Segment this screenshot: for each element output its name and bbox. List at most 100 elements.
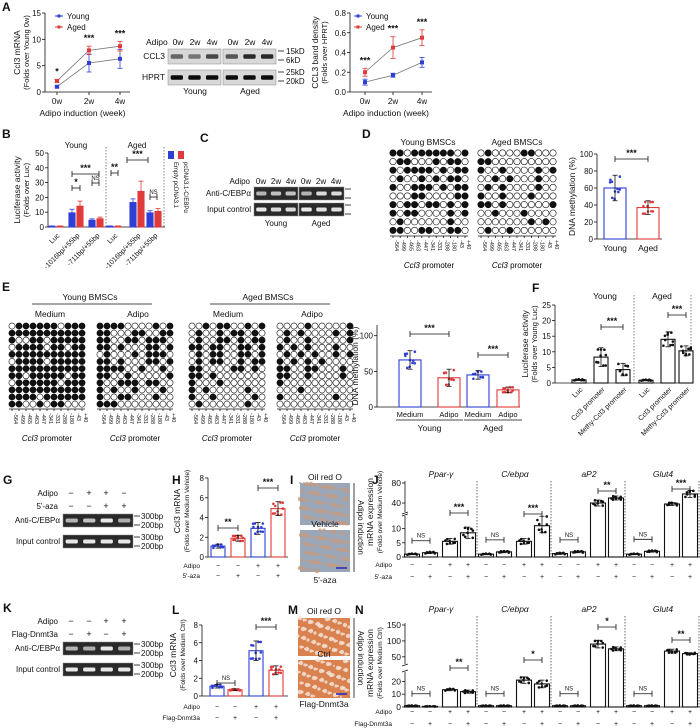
- position-label: -447: [128, 413, 134, 424]
- y-axis-label: (Folds over Luc): [22, 162, 31, 217]
- data-dot: [626, 365, 630, 368]
- methylated-cpg: [283, 336, 291, 344]
- position-label: -564: [192, 413, 198, 424]
- methylated-cpg: [103, 365, 111, 372]
- unmethylated-cpg: [251, 386, 259, 394]
- unmethylated-cpg: [103, 393, 111, 401]
- unmethylated-cpg: [339, 393, 347, 401]
- data-dot: [271, 512, 275, 515]
- micrograph-speck: [304, 491, 306, 493]
- methylated-cpg: [15, 372, 23, 380]
- band: [301, 207, 312, 212]
- data-dot: [212, 684, 216, 688]
- micrograph-speck: [337, 547, 343, 553]
- unmethylated-cpg: [332, 386, 340, 394]
- unmethylated-cpg: [491, 218, 499, 226]
- data-dot: [545, 523, 549, 526]
- condition-sign: +: [236, 573, 240, 580]
- significance-label: ***: [115, 28, 126, 38]
- marker-label: 6kD: [286, 56, 300, 65]
- micrograph-speck: [341, 488, 343, 490]
- methylated-cpg: [484, 183, 492, 191]
- methylated-cpg: [535, 175, 543, 183]
- unmethylated-cpg: [311, 336, 319, 344]
- micrograph-speck: [299, 681, 303, 685]
- micrograph-speck: [341, 677, 345, 681]
- F-y-tick-label: 20: [542, 317, 551, 326]
- data-dot: [471, 372, 475, 376]
- gene-title: aP2: [581, 604, 596, 614]
- marker-label: 300bp: [141, 512, 164, 521]
- methylated-cpg: [71, 336, 79, 344]
- methylated-cpg: [159, 350, 167, 358]
- methylated-cpg: [258, 336, 266, 344]
- micrograph-speck: [315, 545, 317, 547]
- unmethylated-cpg: [332, 365, 340, 372]
- unmethylated-cpg: [209, 386, 217, 394]
- methylated-cpg: [290, 343, 298, 351]
- unmethylated-cpg: [499, 226, 507, 234]
- unmethylated-cpg: [318, 365, 326, 372]
- data-dot: [511, 389, 515, 392]
- y-axis-label: DNA methylation (%): [350, 326, 360, 405]
- micrograph-speck: [306, 638, 310, 642]
- unmethylated-cpg: [71, 400, 79, 408]
- unmethylated-cpg: [403, 218, 411, 226]
- methylated-cpg: [50, 322, 58, 330]
- condition-sign: +: [596, 709, 600, 716]
- unmethylated-cpg: [202, 379, 210, 387]
- micrograph-speck: [333, 486, 337, 490]
- micrograph-speck: [323, 635, 327, 639]
- micrograph-speck: [347, 533, 349, 535]
- micrograph-speck: [323, 510, 327, 514]
- methylated-cpg: [332, 350, 340, 358]
- micrograph-speck: [303, 482, 305, 484]
- unmethylated-cpg: [339, 343, 347, 351]
- micrograph-speck: [321, 563, 323, 565]
- position-label: -180: [539, 240, 545, 251]
- data-dot: [554, 704, 557, 708]
- data-dot: [681, 351, 685, 355]
- lane-label: 0w: [173, 37, 185, 47]
- methylated-cpg: [195, 343, 203, 351]
- lane-label: 2w: [190, 37, 202, 47]
- condition-sign: +: [670, 709, 674, 716]
- data-dot: [610, 647, 613, 651]
- micrograph-speck: [339, 531, 343, 535]
- data-dot: [628, 553, 631, 556]
- unmethylated-cpg: [145, 322, 153, 330]
- condition-label: Adipo: [375, 562, 392, 569]
- condition-sign: +: [466, 709, 470, 716]
- sig-label: NS: [639, 687, 647, 693]
- methylated-cpg: [411, 201, 419, 209]
- B-y-tick-label: 0: [40, 223, 45, 232]
- micrograph-speck: [346, 678, 352, 684]
- line-chart-y-tick-label: 15: [32, 9, 41, 18]
- unmethylated-cpg: [477, 183, 485, 191]
- micrograph-speck: [306, 674, 310, 678]
- unmethylated-cpg: [78, 400, 86, 408]
- methylated-cpg: [527, 192, 535, 200]
- position-label: -564: [12, 413, 18, 424]
- micrograph-speck: [309, 569, 311, 571]
- bar-chart-y-tick-label: 20: [584, 218, 593, 227]
- unmethylated-cpg: [432, 183, 440, 191]
- methylated-cpg: [188, 343, 196, 351]
- methylated-cpg: [57, 329, 65, 337]
- methylated-cpg: [454, 192, 462, 200]
- methylated-cpg: [29, 379, 37, 387]
- condition-label: Flag-Dnmt3a: [12, 630, 59, 639]
- B-y-tick-label: 30: [35, 179, 44, 188]
- unmethylated-cpg: [403, 226, 411, 234]
- micrograph-speck: [336, 548, 338, 550]
- promoter-label: Ccl3 promoter: [110, 434, 161, 443]
- data-dot: [545, 515, 549, 518]
- legend-marker: [57, 25, 61, 29]
- methylated-cpg: [188, 379, 196, 387]
- data-dot: [501, 390, 505, 394]
- data-dot: [618, 648, 621, 651]
- unmethylated-cpg: [131, 322, 139, 330]
- methylated-cpg: [318, 358, 326, 365]
- condition-sign: −: [596, 574, 600, 581]
- unmethylated-cpg: [304, 379, 312, 387]
